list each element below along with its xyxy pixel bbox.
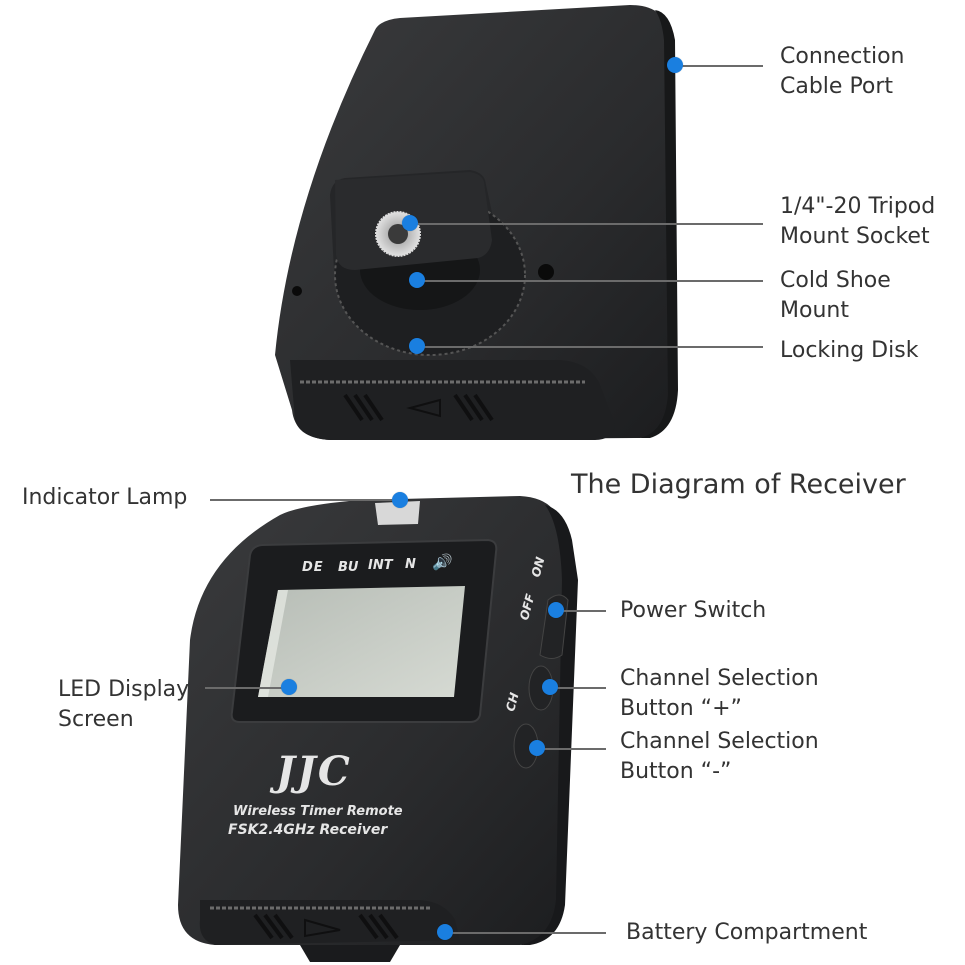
lcd-indicator-n: N bbox=[405, 557, 416, 572]
callout-dot bbox=[402, 215, 418, 231]
label-led-display-screen: LED Display Screen bbox=[58, 675, 189, 735]
receiver-back-view bbox=[275, 5, 678, 440]
label-line: Mount bbox=[780, 298, 849, 323]
leader-line bbox=[550, 687, 606, 689]
leader-line bbox=[445, 932, 606, 934]
label-battery-compartment: Battery Compartment bbox=[626, 920, 868, 945]
leader-line bbox=[537, 748, 606, 750]
callout-dot bbox=[409, 338, 425, 354]
callout-dot bbox=[542, 679, 558, 695]
label-line: Channel Selection bbox=[620, 666, 819, 691]
leader-line bbox=[410, 223, 763, 225]
product-line-1: Wireless Timer Remote bbox=[233, 804, 403, 819]
leader-line bbox=[417, 280, 763, 282]
label-line: Channel Selection bbox=[620, 729, 819, 754]
speaker-icon: 🔊 bbox=[432, 553, 451, 571]
label-cold-shoe-mount: Cold Shoe Mount bbox=[780, 266, 891, 326]
leader-line bbox=[417, 346, 763, 348]
label-locking-disk: Locking Disk bbox=[780, 338, 919, 363]
label-line: Cold Shoe bbox=[780, 268, 891, 293]
label-line: Button “+” bbox=[620, 696, 742, 721]
label-line: Screen bbox=[58, 707, 134, 732]
leader-line bbox=[556, 610, 606, 612]
callout-dot bbox=[667, 57, 683, 73]
brand-logo: JJC bbox=[276, 748, 352, 795]
label-line: 1/4"-20 Tripod bbox=[780, 194, 936, 219]
label-tripod-mount-socket: 1/4"-20 Tripod Mount Socket bbox=[780, 192, 935, 252]
receiver-front-view bbox=[178, 496, 578, 962]
leader-line bbox=[210, 499, 400, 501]
lcd-indicator-int: INT bbox=[368, 558, 393, 573]
label-line: LED Display bbox=[58, 677, 190, 702]
label-connection-cable-port: Connection Cable Port bbox=[780, 42, 904, 102]
callout-dot bbox=[437, 924, 453, 940]
callout-dot bbox=[529, 740, 545, 756]
diagram-title: The Diagram of Receiver bbox=[571, 469, 906, 500]
label-line: Connection bbox=[780, 44, 905, 69]
lcd-indicator-bu: BU bbox=[338, 560, 359, 575]
product-line-2: FSK2.4GHz Receiver bbox=[228, 822, 388, 838]
callout-dot bbox=[409, 272, 425, 288]
label-channel-plus: Channel Selection Button “+” bbox=[620, 664, 819, 724]
label-power-switch: Power Switch bbox=[620, 598, 767, 623]
label-channel-minus: Channel Selection Button “-” bbox=[620, 727, 819, 787]
lcd-indicator-de: DE bbox=[302, 560, 324, 575]
leader-line bbox=[675, 65, 763, 67]
callout-dot bbox=[548, 602, 564, 618]
label-line: Cable Port bbox=[780, 74, 894, 99]
label-indicator-lamp: Indicator Lamp bbox=[22, 485, 188, 510]
label-line: Button “-” bbox=[620, 759, 732, 784]
callout-dot bbox=[281, 679, 297, 695]
leader-line bbox=[205, 687, 289, 689]
label-line: Mount Socket bbox=[780, 224, 930, 249]
callout-dot bbox=[392, 492, 408, 508]
